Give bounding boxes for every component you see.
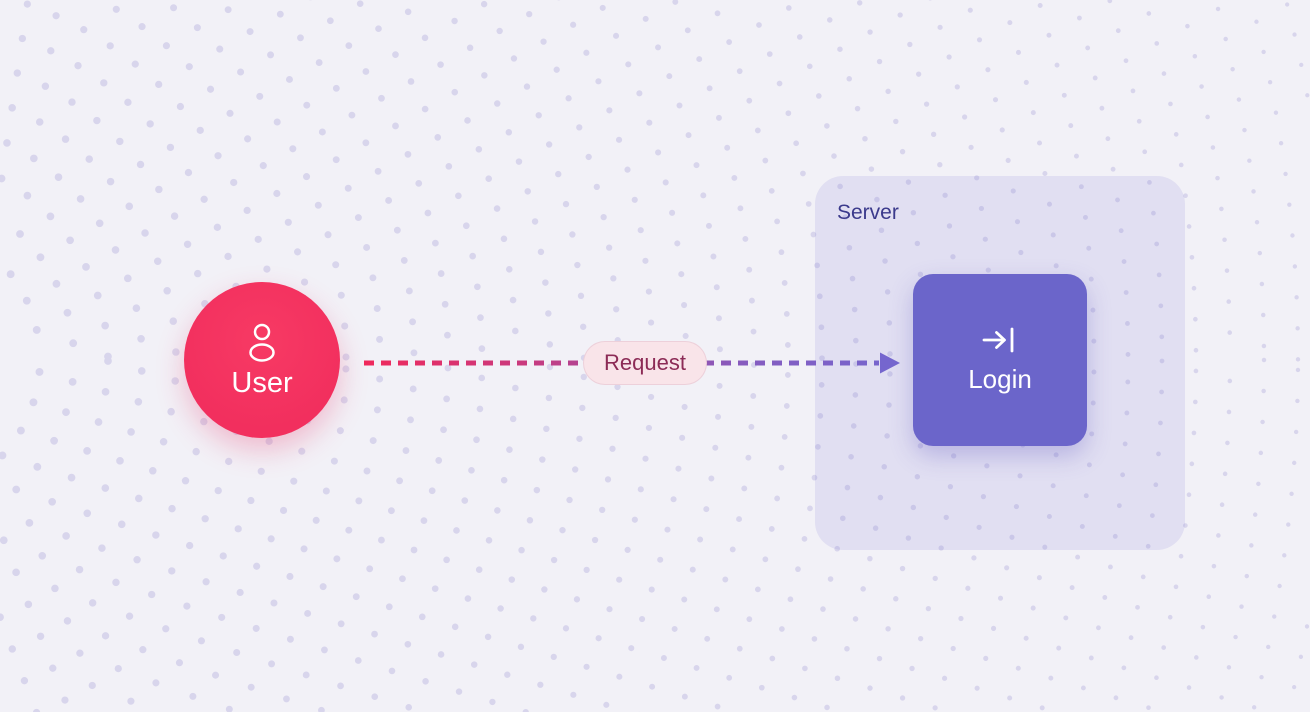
login-icon <box>982 327 1014 352</box>
login-node-label: Login <box>968 363 1032 394</box>
person-icon <box>249 323 275 362</box>
server-panel-label: Server <box>837 201 899 224</box>
request-label-pill: Request <box>583 341 707 385</box>
arrowhead-icon <box>880 352 900 374</box>
user-node: User <box>184 282 340 438</box>
request-label: Request <box>604 350 686 375</box>
user-node-label: User <box>231 366 293 399</box>
login-node: Login <box>913 274 1087 446</box>
